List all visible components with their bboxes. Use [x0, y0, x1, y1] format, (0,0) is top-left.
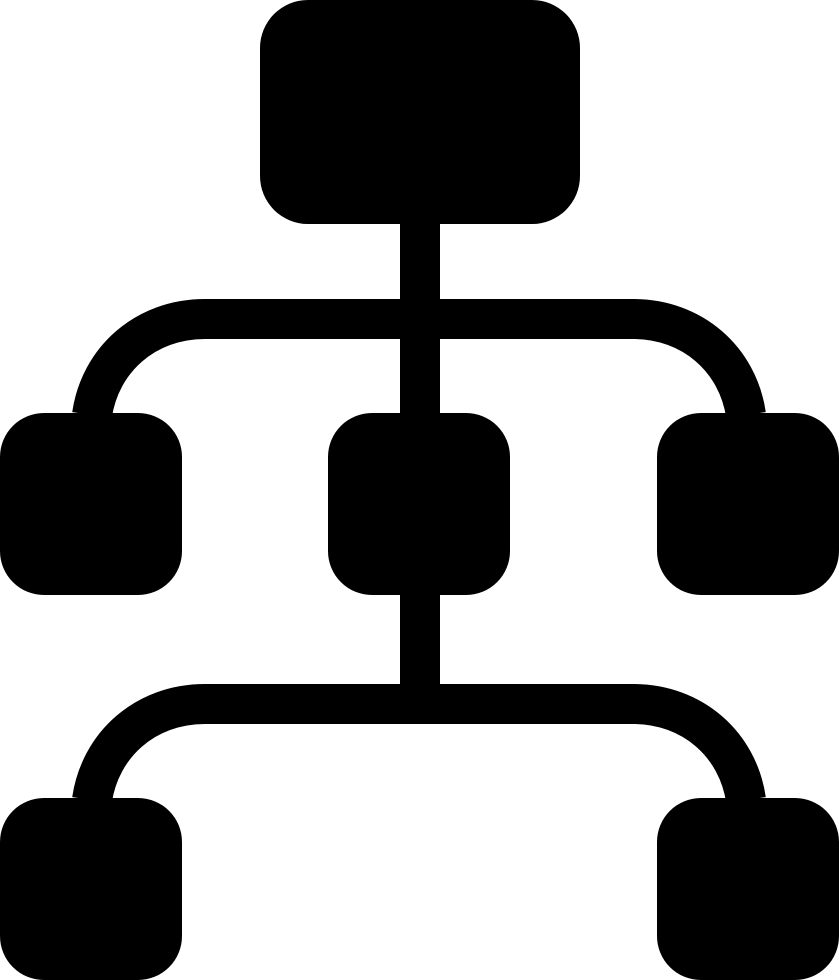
level-three-node-right — [657, 798, 839, 980]
level-two-branch-connector — [72, 299, 766, 419]
level-two-node-right — [657, 413, 839, 595]
level-two-node-center — [328, 413, 510, 595]
root-node — [260, 0, 580, 224]
connector-lines — [72, 222, 766, 804]
level-three-branch-connector — [72, 684, 766, 804]
level-three-node-left — [0, 798, 182, 980]
level-two-node-left — [0, 413, 182, 595]
